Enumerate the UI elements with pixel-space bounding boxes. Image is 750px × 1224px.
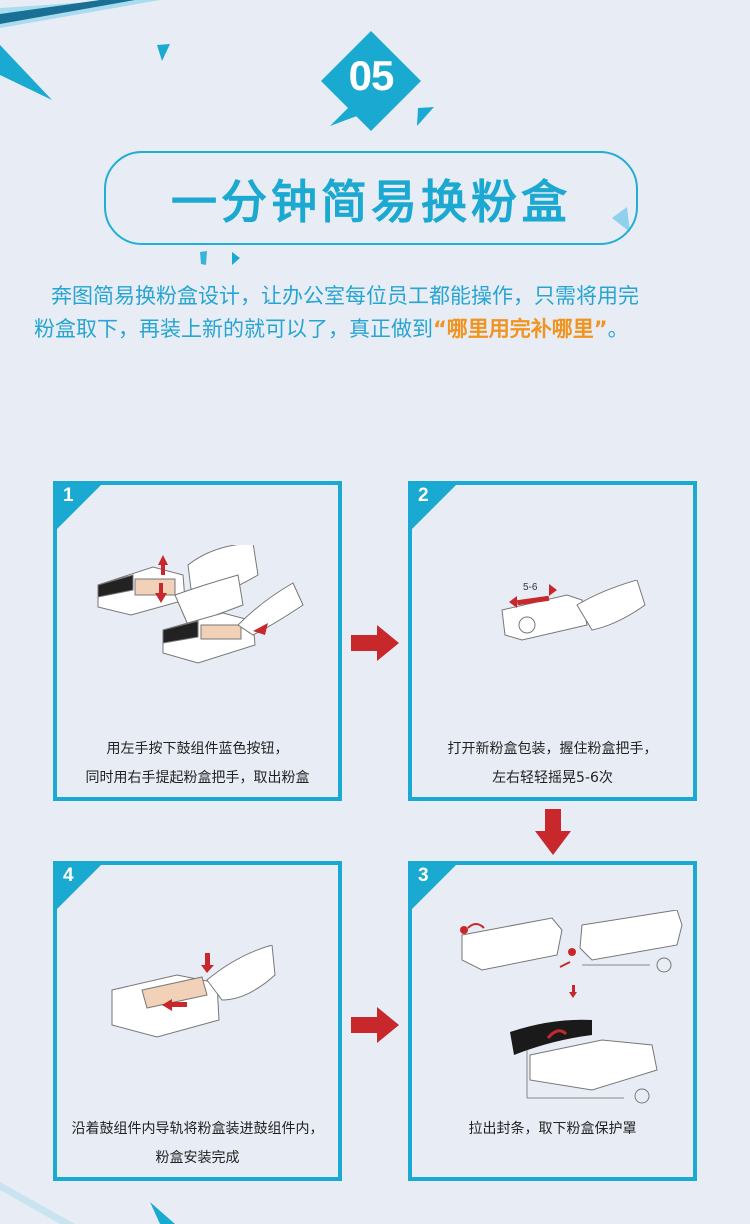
step-card-2: 2 5-6 打开新粉盒包装，握住粉盒把手， 左右轻轻摇晃5-6次 [408, 481, 697, 801]
intro-line-2-suffix: 。 [607, 317, 629, 341]
step-caption: 用左手按下鼓组件蓝色按钮， 同时用右手提起粉盒把手，取出粉盒 [57, 735, 338, 793]
step-card-3: 3 拉出封条，取下粉盒保护罩 [408, 861, 697, 1181]
step-caption: 打开新粉盒包装，握住粉盒把手， 左右轻轻摇晃5-6次 [412, 735, 693, 793]
step-corner [57, 865, 101, 909]
step-corner [412, 865, 456, 909]
step-card-4: 4 沿着鼓组件内导轨将粉盒装进鼓组件内， 粉盒安装完成 [53, 861, 342, 1181]
section-number: 05 [348, 52, 395, 99]
arrow-right-icon [351, 625, 399, 661]
step-card-1: 1 用左手按下鼓组件蓝色按钮， 同时用右手提起粉盒把手，取出粉盒 [53, 481, 342, 801]
install-toner-illustration-icon [111, 945, 276, 1038]
step-number: 3 [418, 865, 429, 886]
step-number: 4 [63, 865, 74, 886]
intro-line-2-prefix: 粉盒取下，再装上新的就可以了，真正做到 [34, 317, 433, 341]
arrow-down-icon [535, 809, 571, 855]
step-caption-line-1: 沿着鼓组件内导轨将粉盒装进鼓组件内， [71, 1121, 324, 1137]
remove-toner-illustration-icon [97, 545, 304, 664]
intro-line-2: 粉盒取下，再装上新的就可以了，真正做到“哪里用完补哪里”。 [34, 313, 724, 346]
step-corner [412, 485, 456, 529]
step-caption-line-1: 拉出封条，取下粉盒保护罩 [468, 1121, 637, 1137]
intro-highlight: “哪里用完补哪里” [433, 317, 608, 341]
title-frame [104, 151, 638, 245]
intro-paragraph: 奔图简易换粉盒设计，让办公室每位员工都能操作，只需将用完 粉盒取下，再装上新的就… [34, 280, 724, 346]
page-title: 一分钟简易换粉盒 [171, 175, 571, 229]
step-caption-line-1: 打开新粉盒包装，握住粉盒把手， [447, 741, 658, 757]
step-caption: 沿着鼓组件内导轨将粉盒装进鼓组件内， 粉盒安装完成 [57, 1115, 338, 1173]
remove-seal-illustration-icon [460, 910, 683, 1104]
step-caption-line-2: 粉盒安装完成 [155, 1150, 240, 1166]
step-corner [57, 485, 101, 529]
shake-toner-illustration-icon: 5-6 [501, 580, 646, 641]
arrow-right-icon [351, 1007, 399, 1043]
step-caption: 拉出封条，取下粉盒保护罩 [412, 1115, 693, 1144]
shake-count-label: 5-6 [523, 582, 538, 593]
step-caption-line-2: 同时用右手提起粉盒把手，取出粉盒 [85, 770, 310, 786]
intro-line-1: 奔图简易换粉盒设计，让办公室每位员工都能操作，只需将用完 [51, 284, 639, 308]
step-caption-line-1: 用左手按下鼓组件蓝色按钮， [106, 741, 289, 757]
step-number: 1 [63, 485, 74, 506]
step-caption-line-2: 左右轻轻摇晃5-6次 [492, 770, 613, 786]
badge-diamond-icon [321, 31, 421, 131]
step-number: 2 [418, 485, 429, 506]
